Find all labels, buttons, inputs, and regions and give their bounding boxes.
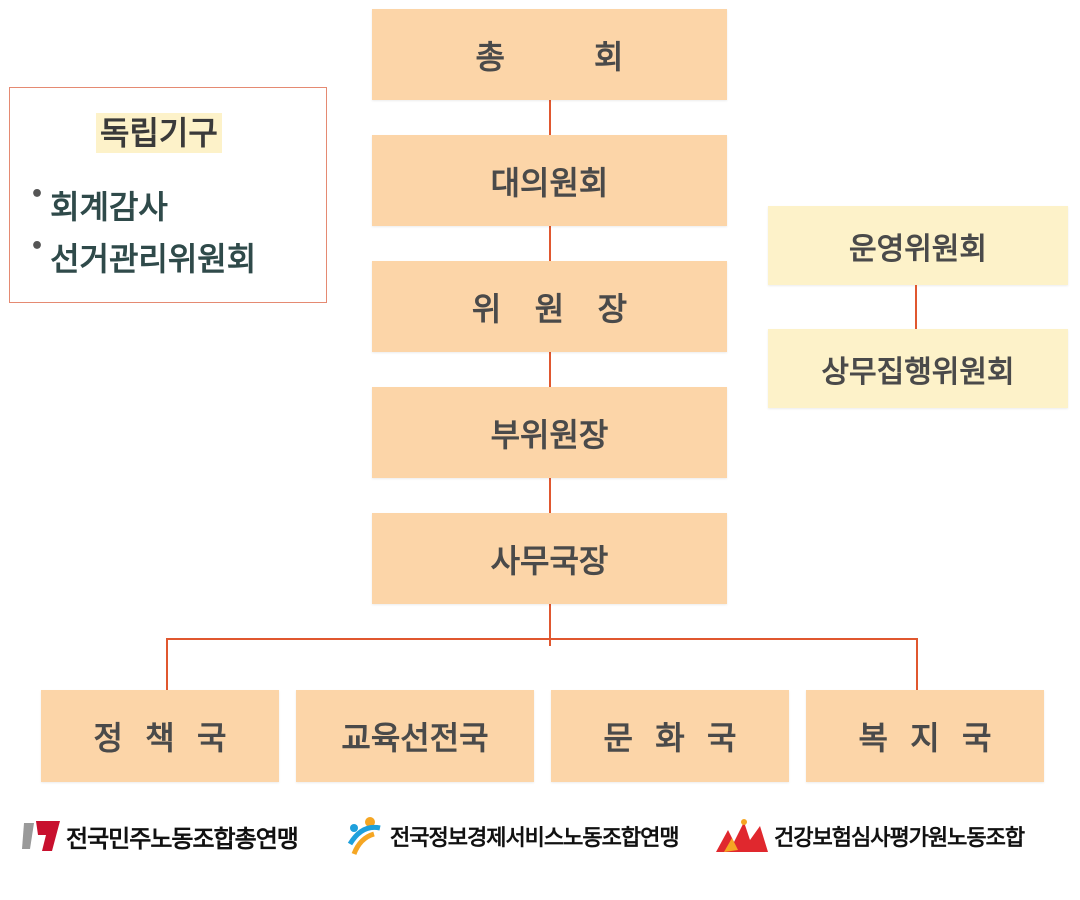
bullet-icon: • [30,234,45,259]
box-steering-committee: 운영위원회 [768,206,1068,285]
box-executive-committee: 상무집행위원회 [768,329,1068,408]
box-welfare-department: 복 지 국 [806,690,1044,782]
box-general-assembly: 총 회 [372,9,727,100]
box-secretary-general: 사무국장 [372,513,727,604]
connector-line [549,478,551,513]
kctu-logo-icon [22,821,60,851]
logo-union: 건강보험심사평가원노동조합 [714,812,1025,860]
box-culture-department: 문 화 국 [551,690,789,782]
box-education-promotion-department: 교육선전국 [296,690,534,782]
independent-bodies-title: 독립기구 [96,113,222,153]
connector-line [549,604,551,646]
logo-kctu: 전국민주노동조합총연맹 [22,812,299,860]
box-policy-department: 정 책 국 [41,690,279,782]
connector-line [549,100,551,135]
independent-item-audit: •회계감사 [30,182,168,226]
federation-logo-icon [347,817,381,855]
union-logo-icon [716,819,768,852]
box-vice-chairperson: 부위원장 [372,387,727,478]
connector-line [549,352,551,387]
box-chairperson: 위 원 장 [372,261,727,352]
logo-federation: 전국정보경제서비스노동조합연맹 [344,812,680,860]
box-delegates-assembly: 대의원회 [372,135,727,226]
connector-line [549,226,551,261]
connector-line [916,638,918,690]
bullet-icon: • [30,182,45,207]
independent-item-election: •선거관리위원회 [30,234,257,278]
connector-line [915,285,917,329]
connector-line [166,638,168,690]
department-bus-line [166,638,918,640]
